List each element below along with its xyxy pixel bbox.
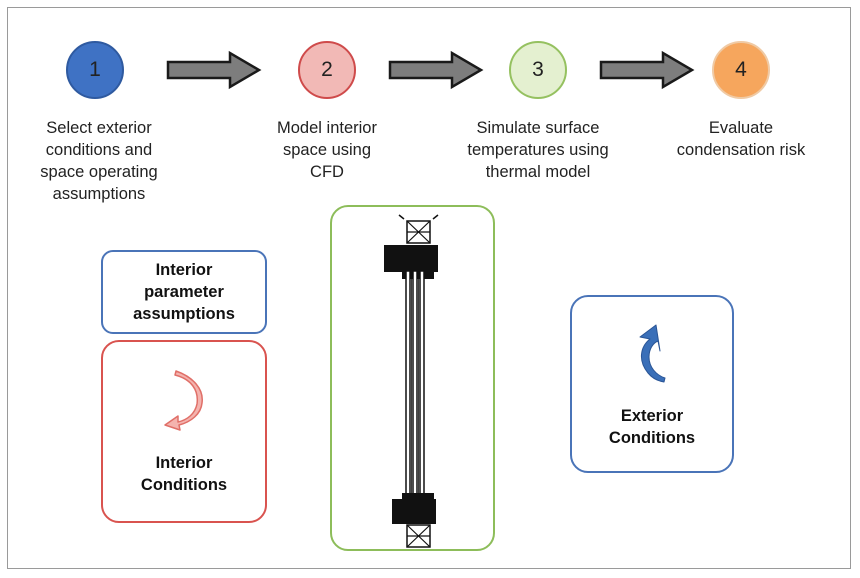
step-4-number: 4 xyxy=(735,58,747,81)
step-4-label: Evaluate condensation risk xyxy=(676,119,806,159)
curved-arrow-icon xyxy=(164,370,203,431)
arrow-1-icon xyxy=(166,50,262,90)
exterior-conditions-line-2: Conditions xyxy=(608,429,696,447)
step-2-label: Model interior space using CFD xyxy=(277,119,377,181)
arrow-3-icon xyxy=(599,50,695,90)
exterior-conditions-box: Exterior Conditions xyxy=(570,295,734,473)
window-section-box xyxy=(330,205,495,551)
interior-parameters-line-3: assumptions xyxy=(133,305,235,323)
step-1-circle: 1 xyxy=(66,41,124,99)
window-section-icon xyxy=(384,214,439,548)
step-1-number: 1 xyxy=(89,58,101,81)
interior-conditions-line-2: Conditions xyxy=(140,476,228,494)
step-4-circle: 4 xyxy=(712,41,770,99)
step-3-number: 3 xyxy=(532,58,544,81)
step-2-number: 2 xyxy=(321,58,333,81)
curved-arrow-icon xyxy=(639,324,666,383)
interior-conditions-box: Interior Conditions xyxy=(101,340,267,523)
step-3-circle: 3 xyxy=(509,41,567,99)
interior-parameters-line-2: parameter xyxy=(144,283,224,301)
exterior-conditions-line-1: Exterior xyxy=(620,407,684,425)
diagram-frame xyxy=(7,7,851,569)
interior-conditions-line-1: Interior xyxy=(155,454,213,472)
interior-parameters-line-1: Interior xyxy=(155,261,213,279)
interior-parameters-box: Interior parameter assumptions xyxy=(101,250,267,334)
step-1-label: Select exterior conditions and space ope… xyxy=(40,119,158,203)
arrow-2-icon xyxy=(388,50,484,90)
step-2-circle: 2 xyxy=(298,41,356,99)
step-3-label: Simulate surface temperatures using ther… xyxy=(467,119,609,181)
